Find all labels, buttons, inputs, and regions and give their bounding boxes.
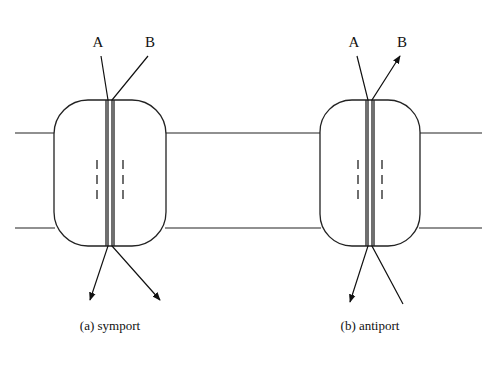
- particle-label: B: [397, 34, 407, 51]
- panel-caption: (a) symport: [80, 319, 140, 333]
- antiport-protein: [320, 100, 420, 246]
- flux-arrow: [90, 56, 403, 304]
- particle-label: A: [349, 34, 360, 51]
- particle-label: B: [145, 34, 155, 51]
- panel-caption: (b) antiport: [341, 319, 400, 333]
- symport-protein: [54, 100, 166, 246]
- particle-label: A: [93, 34, 104, 51]
